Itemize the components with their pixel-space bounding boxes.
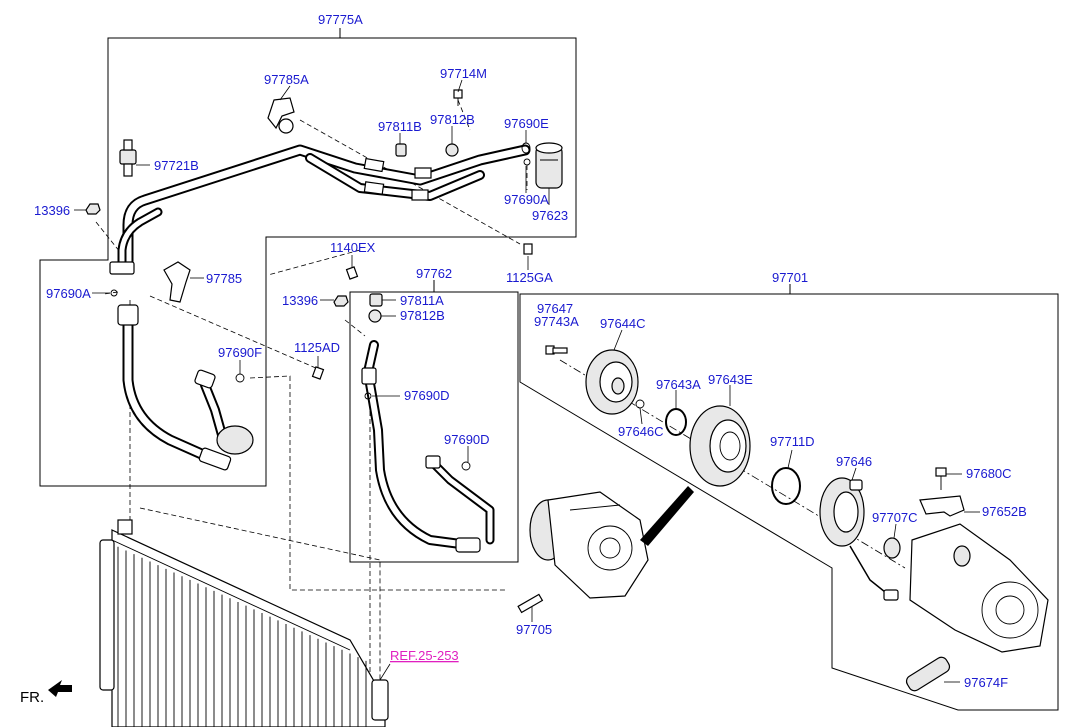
pressure-switch-97721B[interactable]: [119, 139, 137, 177]
bolt-1125GA[interactable]: [523, 243, 533, 255]
callout-1125GA[interactable]: 1125GA: [506, 270, 553, 285]
callout-97652B[interactable]: 97652B: [982, 504, 1027, 519]
callout-97705[interactable]: 97705: [516, 622, 552, 637]
callout-97643E[interactable]: 97643E: [708, 372, 753, 387]
compressor-97701[interactable]: [529, 486, 694, 599]
callout-97775A[interactable]: 97775A: [318, 12, 363, 27]
compressor-body-97701[interactable]: [909, 523, 1049, 653]
callout-97690E[interactable]: 97690E: [504, 116, 549, 131]
callout-97680C[interactable]: 97680C: [966, 466, 1012, 481]
callout-1140EX[interactable]: 1140EX: [330, 240, 376, 255]
bolt-13396-mid[interactable]: [333, 295, 349, 307]
cap-97812B[interactable]: [445, 143, 459, 157]
callout-97721B[interactable]: 97721B: [154, 158, 199, 173]
callout-97690D-a[interactable]: 97690D: [404, 388, 450, 403]
callout-97690D-b[interactable]: 97690D: [444, 432, 490, 447]
bolt-97705[interactable]: [517, 593, 544, 614]
direction-label: FR.: [20, 689, 44, 706]
o-ring-97690D-b[interactable]: [461, 461, 471, 471]
cap-97812B-mid[interactable]: [368, 309, 382, 323]
callout-97785[interactable]: 97785: [206, 271, 242, 286]
relief-valve-97674F[interactable]: [904, 655, 951, 693]
callout-97643A[interactable]: 97643A: [656, 377, 701, 392]
callout-97646[interactable]: 97646: [836, 454, 872, 469]
cap-97811B[interactable]: [395, 143, 407, 157]
callout-97812B-mid[interactable]: 97812B: [400, 308, 445, 323]
leader-lines: [74, 79, 980, 683]
callout-labels: 97775A 97785A 97714M 97811B 97812B 97690…: [34, 12, 1027, 690]
callout-97785A[interactable]: 97785A: [264, 72, 309, 87]
o-ring-97690D-a[interactable]: [364, 392, 372, 400]
reference-link[interactable]: REF.25-253: [390, 648, 459, 663]
callout-1125AD[interactable]: 1125AD: [294, 340, 340, 355]
bracket-97785A[interactable]: [267, 97, 295, 134]
callout-97701[interactable]: 97701: [772, 270, 808, 285]
pulley-97643E[interactable]: [689, 405, 751, 487]
assembly-frame-97775A: [39, 28, 577, 487]
bolt-97647[interactable]: [545, 345, 568, 355]
shim-97646C[interactable]: [635, 399, 645, 409]
o-ring-97690F[interactable]: [235, 373, 245, 383]
callout-97812B[interactable]: 97812B: [430, 112, 475, 127]
callout-97690F[interactable]: 97690F: [218, 345, 262, 360]
callout-97714M[interactable]: 97714M: [440, 66, 487, 81]
callout-97647[interactable]: 97647: [537, 301, 573, 316]
callout-97811B[interactable]: 97811B: [378, 119, 422, 134]
direction-arrow-icon: [48, 680, 72, 697]
clutch-hub-97644C[interactable]: [585, 349, 639, 415]
snap-ring-97643A[interactable]: [665, 408, 687, 436]
discharge-hose[interactable]: [117, 304, 254, 471]
callout-97762[interactable]: 97762: [416, 266, 452, 281]
bolt-97680C[interactable]: [935, 467, 947, 490]
assembly-frame-97762: [349, 280, 519, 563]
callout-97707C[interactable]: 97707C: [872, 510, 918, 525]
bolt-1140EX[interactable]: [345, 266, 359, 280]
bolt-1125AD[interactable]: [311, 366, 325, 380]
o-ring-97690A-left[interactable]: [110, 289, 118, 297]
callout-97711D[interactable]: 97711D: [770, 434, 815, 449]
condenser[interactable]: [99, 519, 389, 727]
callout-97690A-left[interactable]: 97690A: [46, 286, 91, 301]
hose-assembly-97775A[interactable]: [109, 144, 531, 275]
snap-ring-97711D[interactable]: [771, 467, 801, 505]
callout-97743A[interactable]: 97743A: [534, 314, 579, 329]
callout-97646C[interactable]: 97646C: [618, 424, 664, 439]
callout-97674F[interactable]: 97674F: [964, 675, 1008, 690]
callout-13396-top[interactable]: 13396: [34, 203, 70, 218]
callout-97690A-right[interactable]: 97690A: [504, 192, 549, 207]
assembly-frame-97701: [519, 284, 1059, 711]
bracket-97652B[interactable]: [919, 495, 965, 517]
callout-97811A[interactable]: 97811A: [400, 293, 444, 308]
suction-hose-97762[interactable]: [361, 340, 495, 553]
bolt-97714M[interactable]: [453, 89, 463, 106]
front-direction-indicator: FR.: [20, 680, 72, 706]
clamp-97785[interactable]: [163, 261, 191, 303]
callout-13396-mid[interactable]: 13396: [282, 293, 318, 308]
o-ring-97690A-right[interactable]: [523, 158, 531, 166]
receiver-drier-97623[interactable]: [535, 142, 563, 189]
callout-97644C[interactable]: 97644C: [600, 316, 646, 331]
bushing-97707C[interactable]: [883, 537, 901, 559]
bolt-13396-top[interactable]: [85, 203, 101, 215]
cap-97811A[interactable]: [369, 293, 383, 307]
field-coil-97646[interactable]: [819, 477, 899, 601]
callout-97623[interactable]: 97623: [532, 208, 568, 223]
